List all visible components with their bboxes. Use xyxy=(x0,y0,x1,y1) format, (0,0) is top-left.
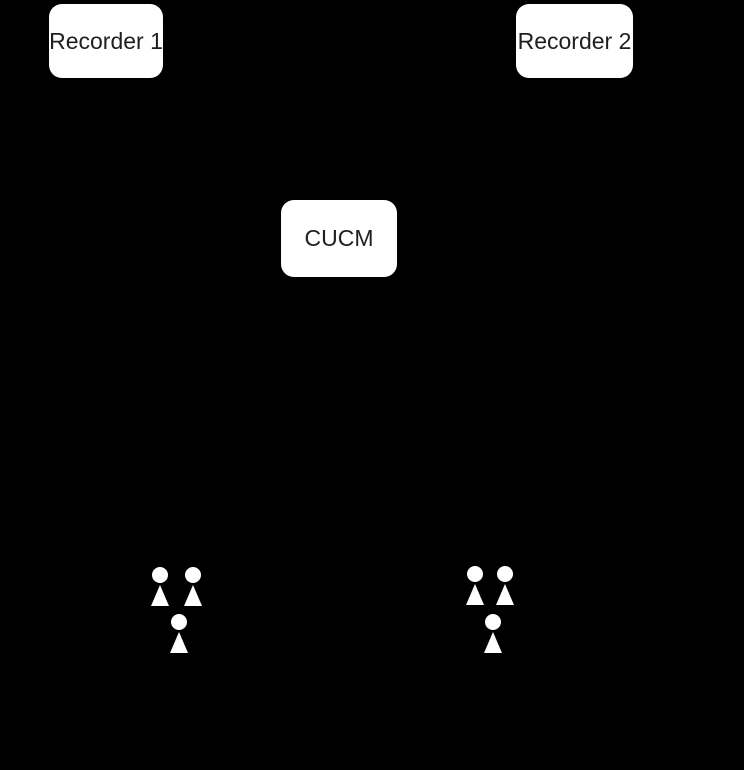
person-icon xyxy=(170,614,188,653)
node-recorder-2-label: Recorder 2 xyxy=(517,27,632,54)
users-group-right xyxy=(466,566,514,655)
person-icon xyxy=(496,566,514,605)
person-icon xyxy=(151,567,169,606)
node-recorder-2: Recorder 2 xyxy=(516,4,633,78)
node-recorder-1: Recorder 1 xyxy=(49,4,163,78)
person-icon xyxy=(484,614,502,653)
users-group-left xyxy=(151,567,202,656)
person-icon xyxy=(466,566,484,605)
person-icon xyxy=(184,567,202,606)
node-cucm-label: CUCM xyxy=(304,225,374,251)
node-recorder-1-label: Recorder 1 xyxy=(49,27,163,54)
node-cucm: CUCM xyxy=(281,200,397,277)
